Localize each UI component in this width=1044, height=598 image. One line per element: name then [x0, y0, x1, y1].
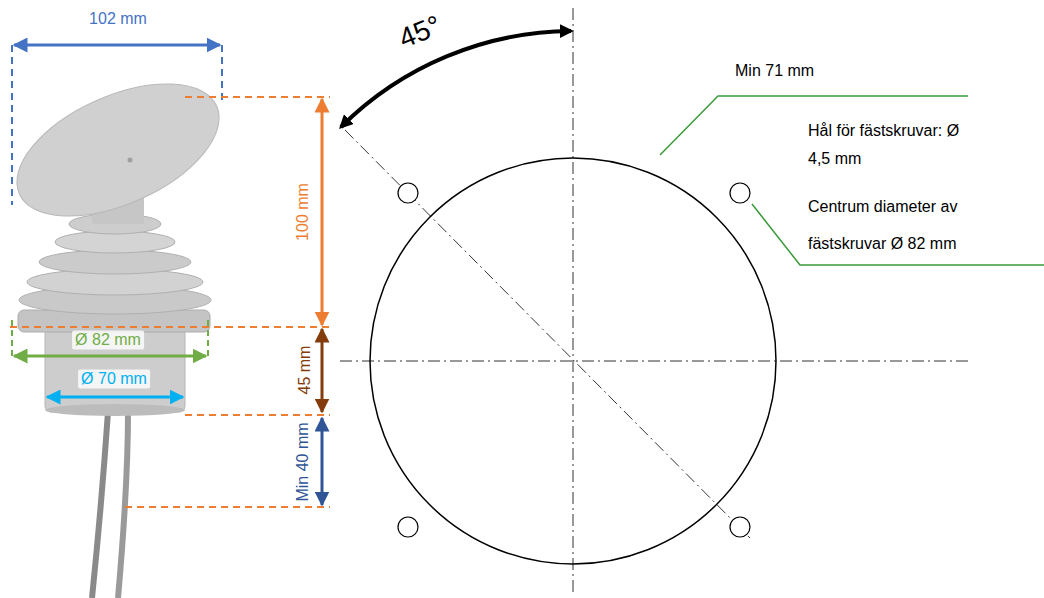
extension-line	[11, 45, 13, 205]
extension-line	[10, 326, 330, 328]
screw-hole	[398, 183, 418, 203]
cable	[118, 412, 128, 598]
dimension-label: 45 mm	[295, 346, 314, 395]
dimension-arrow	[14, 44, 220, 47]
dimension-lines	[10, 45, 330, 507]
extension-line	[125, 506, 330, 508]
dimension-arrow	[321, 99, 324, 325]
dimension-label: 102 mm	[89, 9, 147, 28]
dimension-label: 100 mm	[293, 183, 312, 241]
joystick-detail	[128, 158, 133, 163]
screw-hole	[730, 517, 750, 537]
dimension-arrow	[321, 418, 324, 505]
joystick-body-end	[45, 404, 185, 416]
hole-pattern	[340, 8, 1044, 592]
cable	[92, 412, 108, 598]
angle-arrow	[341, 31, 571, 127]
note-label: Centrum diameter av fästskruvar Ø 82 mm	[808, 188, 993, 262]
cutout-circle	[370, 158, 776, 564]
dimension-label: Ø 82 mm	[72, 330, 144, 349]
extension-line	[207, 320, 209, 360]
screw-hole	[398, 517, 418, 537]
extension-line	[11, 320, 13, 360]
center-line	[340, 361, 968, 362]
note-label: Min 71 mm	[735, 61, 814, 80]
center-line	[573, 8, 574, 592]
dimension-label: Ø 70 mm	[78, 369, 150, 388]
extension-line	[221, 45, 223, 100]
note-label: Hål för fästskruvar: Ø 4,5 mm	[808, 117, 963, 173]
dimension-arrow	[14, 355, 206, 358]
dimension-label: Min 40 mm	[293, 422, 312, 501]
joystick-body	[45, 328, 185, 412]
bellows-ring	[39, 250, 191, 274]
extension-line	[185, 96, 330, 98]
dimension-arrow	[47, 396, 183, 399]
joystick-head	[0, 57, 239, 244]
dimension-arrow	[321, 329, 324, 412]
extension-line	[185, 414, 330, 416]
screw-hole	[730, 183, 750, 203]
angle-label: 45°	[394, 8, 446, 55]
